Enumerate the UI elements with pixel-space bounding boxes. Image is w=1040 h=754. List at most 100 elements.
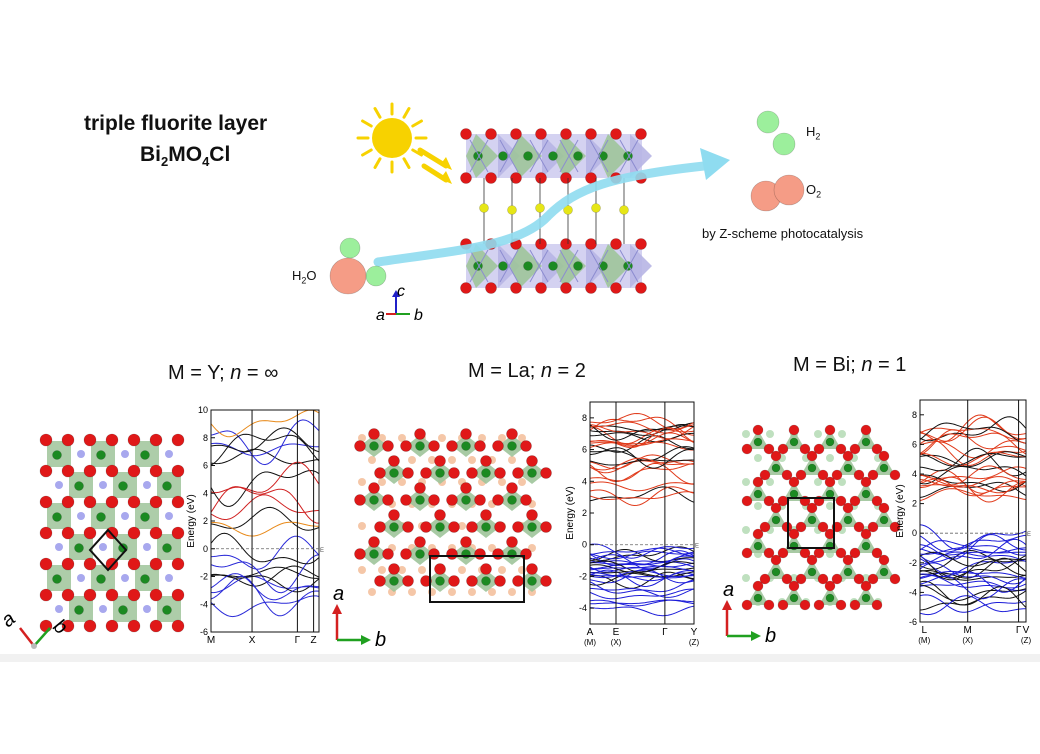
oxygen-atom [871,495,883,507]
oxygen-atom [492,440,504,452]
oxygen-atom [354,494,366,506]
band-line [589,424,695,436]
oxygen-atom [105,464,119,478]
band-line [210,442,319,457]
y-tick-label: -2 [909,558,917,568]
oxygen-atom [540,575,552,587]
x-tick-label: M [207,635,215,646]
band-line [210,535,320,570]
metal-atom [507,549,517,559]
hydrogen-atom [772,132,796,156]
band-line [919,595,1027,616]
band-line [919,478,1026,497]
band-line [589,571,695,578]
oxygen-atom [889,521,901,533]
oxygen-atom [540,467,552,479]
oxygen-atom [510,172,522,184]
metal-atom [435,576,445,586]
x-tick-label: X [249,635,256,646]
h2-label: H2 [806,124,821,142]
oxygen-atom [813,599,825,611]
oxygen-atom [388,563,400,575]
y-tick-label: 4 [582,476,587,486]
band-line [210,575,320,617]
la-site [478,434,486,442]
metal-atom [498,151,508,161]
band-line [589,421,695,434]
oxygen-atom [388,509,400,521]
la-site [368,456,376,464]
oxygen-atom [770,502,782,514]
oxygen-atom [871,599,883,611]
lattice-site [77,450,85,458]
bond [619,139,639,173]
la-site [428,456,436,464]
la-site [458,522,466,530]
metal-atom [498,261,508,271]
y-tick-label: 6 [912,439,917,449]
oxygen-atom [585,128,597,140]
oxygen-atom [420,467,432,479]
band-line [919,422,1027,444]
oxygen-atom [448,521,460,533]
oxygen-atom [610,128,622,140]
polyhedron [586,134,608,178]
oxygen-atom [492,548,504,560]
oxygen-atom [480,563,492,575]
fermi-label: E [320,548,324,554]
oxygen-atom [368,482,380,494]
metal-atom [879,567,889,577]
oxygen-atom [763,443,775,455]
oxygen-atom [560,128,572,140]
metal-atom [573,151,583,161]
oxygen-atom [83,464,97,478]
oxygen-atom [860,476,872,488]
oxygen-atom [460,128,472,140]
lattice-site [77,574,85,582]
metal-atom [861,541,871,551]
chlorine-atom [591,203,601,213]
oxygen-atom [448,575,460,587]
metal-atom [389,468,399,478]
oxygen-atom [171,557,185,571]
oxygen-atom [759,573,771,585]
band-line [919,481,1027,498]
band-line [210,486,320,524]
oxygen-atom [741,495,753,507]
oxygen-atom [127,495,141,509]
metal-atom [548,151,558,161]
y-tick-label: -6 [200,627,208,637]
oxygen-atom [474,440,486,452]
band-line [589,412,695,430]
metal-atom [789,593,799,603]
chemical-formula: Bi2MO4Cl [140,143,231,170]
metal-atom [140,574,150,584]
band-line [589,570,695,579]
oxygen-atom [39,588,53,602]
oxygen-atom [512,467,524,479]
oxygen-atom [741,547,753,559]
oxygen-atom [149,526,163,540]
band-line [210,448,320,465]
band-line [919,534,1027,553]
oxygen-atom [39,433,53,447]
band-line [589,560,695,573]
polyhedron [554,244,586,288]
oxygen-atom [354,548,366,560]
band-line [210,409,320,438]
y-tick-label: 4 [203,488,208,498]
bi-site [766,430,774,438]
band-line [919,540,1027,556]
metal-atom [52,574,62,584]
y-tick-label: -2 [200,572,208,582]
oxygen-atom [61,588,75,602]
band-line [589,457,695,471]
band-line [919,429,1027,456]
band-line [210,573,320,601]
axis-label-a: a [0,608,20,632]
oxygen-atom [105,433,119,447]
band-line [919,476,1027,503]
bond [499,139,519,173]
la-site [398,566,406,574]
metal-atom [96,512,106,522]
